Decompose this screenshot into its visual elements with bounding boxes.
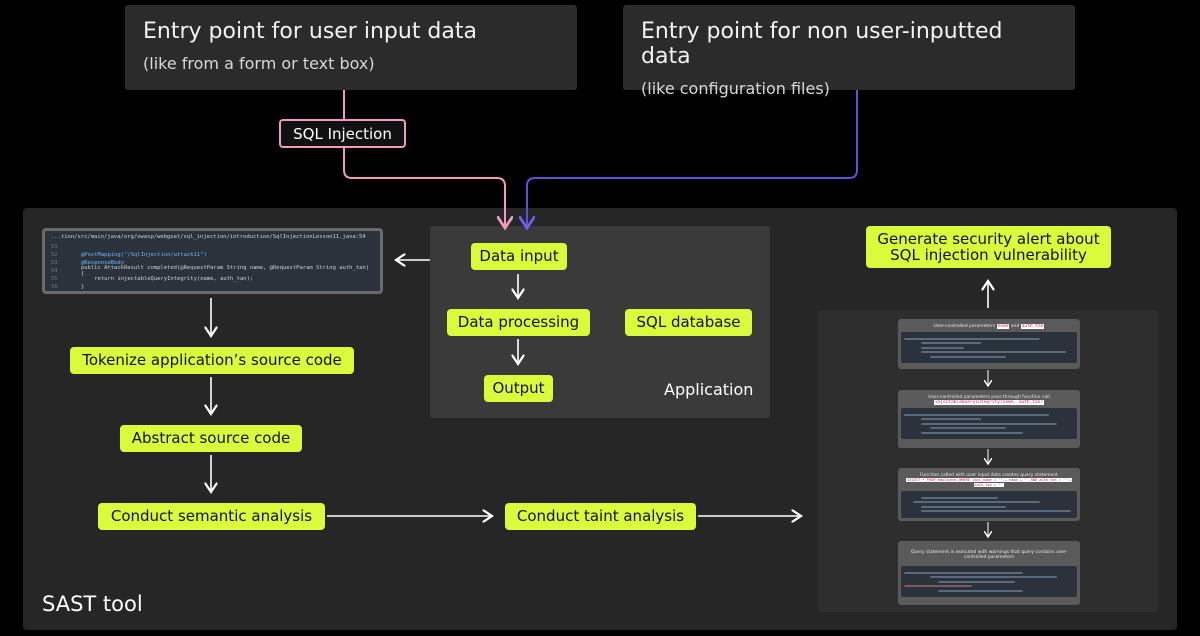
taint-analysis-step: Conduct taint analysis: [505, 503, 696, 530]
function-tag: injectableQueryIntegrity(name, auth_tan): [933, 400, 1045, 405]
output-node: Output: [484, 375, 553, 402]
abstract-step: Abstract source code: [120, 425, 302, 452]
trace-card: User-controlled parameters name and auth…: [898, 319, 1080, 369]
user-input-flow-line: [343, 90, 505, 228]
data-processing-node: Data processing: [447, 309, 590, 336]
entry-nonuser-title: Entry point for non user-inputted data: [641, 19, 1003, 69]
code-path: ...tion/src/main/java/org/owasp/webgoat/…: [51, 234, 366, 240]
code-line: public AttackResult completed(@RequestPa…: [80, 265, 370, 277]
line-number: 52: [51, 252, 58, 258]
trace-card: Function called with user input data cre…: [898, 468, 1080, 521]
card-title: Function called with user input data cre…: [920, 473, 1058, 478]
sast-label: SAST tool: [42, 592, 143, 616]
trace-card: User-controlled parameters pass through …: [898, 390, 1080, 448]
sql-database-node: SQL database: [625, 309, 752, 336]
line-number: 54: [51, 268, 58, 274]
card-joiner: and: [1010, 324, 1020, 329]
line-number: 51: [51, 244, 58, 250]
application-label: Application: [664, 380, 754, 399]
source-code-snippet: ...tion/src/main/java/org/owasp/webgoat/…: [42, 228, 383, 294]
card-title: Query statement is executed with warning…: [910, 550, 1068, 560]
security-alert-step: Generate security alert about SQL inject…: [866, 226, 1111, 268]
sql-injection-label: SQL Injection: [279, 119, 406, 148]
data-input-node: Data input: [471, 243, 567, 270]
code-line: @ResponseBody: [81, 260, 125, 266]
line-number: 56: [51, 284, 58, 290]
param-tag: auth_tan: [1020, 324, 1045, 329]
entry-nonuser-subtitle: (like configuration files): [641, 79, 830, 98]
semantic-analysis-step: Conduct semantic analysis: [98, 503, 325, 530]
trace-card: Query statement is executed with warning…: [898, 541, 1080, 605]
line-number: 55: [51, 276, 58, 282]
line-number: 53: [51, 260, 58, 266]
code-line: @PostMapping("/SqlInjection/attack11"): [81, 252, 207, 258]
entry-user-subtitle: (like from a form or text box): [143, 54, 375, 73]
card-title: User-controlled parameters: [933, 324, 996, 329]
param-tag: name: [996, 324, 1010, 329]
taint-trace-panel: User-controlled parameters name and auth…: [818, 310, 1158, 612]
non-user-input-flow-line: [527, 90, 858, 228]
query-tag: SELECT * FROM employees WHERE last_name …: [906, 478, 1072, 487]
entry-non-user-input: Entry point for non user-inputted data (…: [623, 5, 1075, 98]
code-line: return injectableQueryIntegrity(name, au…: [81, 276, 254, 282]
tokenize-step: Tokenize application’s source code: [70, 347, 354, 374]
entry-user-input: Entry point for user input data (like fr…: [125, 5, 577, 90]
card-title: User-controlled parameters pass through …: [928, 395, 1050, 400]
entry-user-title: Entry point for user input data: [143, 19, 477, 44]
code-line: }: [81, 284, 85, 290]
